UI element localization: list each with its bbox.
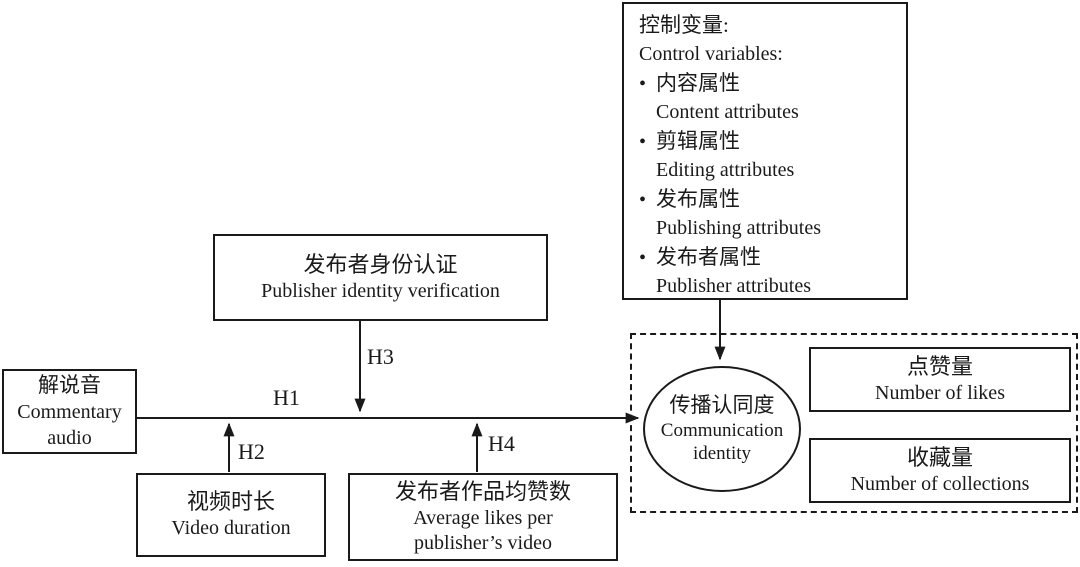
average-likes-label-en2: publisher’s video [414, 531, 552, 554]
h1-label: H1 [273, 385, 300, 410]
control-title-en: Control variables: [639, 43, 783, 65]
publisher-verification-label-en: Publisher identity verification [261, 279, 500, 302]
control-item-editing-en: Editing attributes [656, 159, 795, 181]
h2-label: H2 [238, 439, 265, 464]
commentary-label-en2: audio [47, 427, 92, 450]
commentary-label-en1: Commentary [17, 401, 122, 424]
publisher-verification-label-zh: 发布者身份认证 [303, 251, 458, 277]
publisher-identity-verification-box: 发布者身份认证 Publisher identity verification [213, 234, 548, 321]
average-likes-label-en1: Average likes per [413, 506, 553, 529]
bullet-icon: • [639, 131, 647, 153]
control-title-zh: 控制变量: [639, 13, 729, 37]
commentary-audio-box: 解说音 Commentary audio [2, 369, 137, 454]
bullet-icon: • [639, 189, 647, 211]
communication-identity-ellipse: 传播认同度 Communication identity [643, 366, 801, 492]
collections-label-zh: 收藏量 [906, 444, 973, 470]
communication-label-en2: identity [692, 442, 752, 464]
commentary-label-zh: 解说音 [38, 372, 101, 397]
number-of-likes-box: 点赞量 Number of likes [809, 347, 1071, 412]
video-duration-label-zh: 视频时长 [186, 489, 275, 515]
h4-label: H4 [488, 431, 515, 456]
video-duration-label-en: Video duration [171, 517, 291, 540]
control-item-publisher-zh: •发布者属性 [639, 243, 900, 272]
bullet-icon: • [639, 73, 647, 95]
likes-label-zh: 点赞量 [906, 353, 973, 379]
video-duration-box: 视频时长 Video duration [136, 473, 326, 557]
h3-label: H3 [367, 344, 394, 369]
communication-label-en1: Communication [660, 419, 784, 441]
average-likes-box: 发布者作品均赞数 Average likes per publisher’s v… [348, 473, 618, 561]
control-variables-box: 控制变量: Control variables: •内容属性 Content a… [622, 2, 908, 300]
average-likes-label-zh: 发布者作品均赞数 [394, 479, 571, 505]
control-item-publishing-en: Publishing attributes [656, 217, 821, 239]
control-item-content-en: Content attributes [656, 101, 799, 123]
control-item-publisher-en: Publisher attributes [656, 275, 811, 297]
communication-label-zh: 传播认同度 [669, 393, 775, 418]
control-item-editing-zh: •剪辑属性 [639, 127, 900, 156]
collections-label-en: Number of collections [850, 472, 1030, 495]
bullet-icon: • [639, 247, 647, 269]
control-item-content-zh: •内容属性 [639, 69, 900, 98]
likes-label-en: Number of likes [875, 381, 1005, 404]
control-item-publishing-zh: •发布属性 [639, 185, 900, 214]
outcome-dashed-group [630, 333, 1078, 513]
number-of-collections-box: 收藏量 Number of collections [809, 438, 1071, 503]
